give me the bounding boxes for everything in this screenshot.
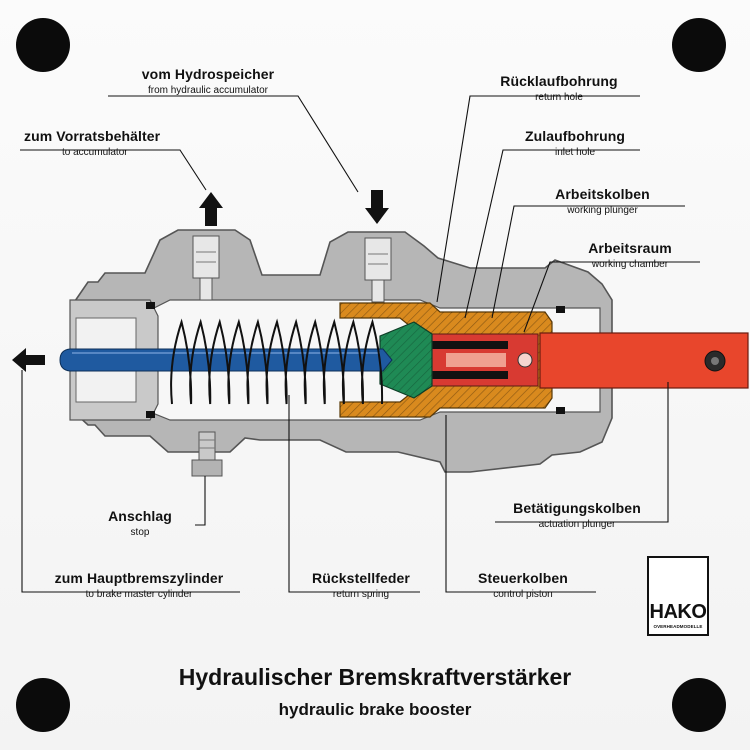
label-zulaufbohrung: Zulaufbohrung inlet hole (500, 128, 650, 158)
seal (146, 302, 155, 309)
label-en: stop (130, 527, 150, 538)
label-en: to brake master cylinder (85, 589, 193, 600)
label-de: Rückstellfeder (312, 570, 410, 586)
title-german: Hydraulischer Bremskraftverstärker (178, 664, 572, 690)
label-steuerkolben: Steuerkolben control piston (454, 570, 592, 600)
label-de: Rücklaufbohrung (500, 73, 618, 89)
label-de: zum Vorratsbehälter (24, 128, 161, 144)
label-zum-vorratsbehaelter: zum Vorratsbehälter to accumulator (24, 128, 160, 158)
label-en: working plunger (567, 205, 638, 216)
label-en: return spring (332, 589, 390, 600)
port-inlet (364, 237, 392, 281)
arrow-up-icon (199, 192, 223, 226)
mounting-hole-bottom-left (16, 678, 70, 732)
leader-lines (20, 95, 700, 593)
label-anschlag: Anschlag stop (92, 508, 188, 538)
arrow-down-icon (365, 190, 389, 224)
label-de: Arbeitsraum (588, 240, 672, 256)
label-de: vom Hydrospeicher (141, 66, 275, 82)
label-ruecklaufbohrung: Rücklaufbohrung return hole (475, 73, 643, 103)
stop-screw (191, 431, 223, 477)
label-de: Zulaufbohrung (524, 128, 626, 144)
label-arbeitsraum: Arbeitsraum working chamber (560, 240, 700, 270)
label-de: Steuerkolben (478, 570, 568, 586)
label-vom-hydrospeicher: vom Hydrospeicher from hydraulic accumul… (108, 66, 308, 96)
label-en: from hydraulic accumulator (147, 85, 269, 96)
spring-coil (170, 318, 384, 405)
label-betaetigungskolben: Betätigungskolben actuation plunger (488, 500, 666, 530)
arrow-left-icon (12, 348, 45, 372)
label-en: to accumulator (62, 147, 128, 158)
logo-subtitle: OVERHEADMODELLE (653, 624, 703, 629)
label-de: zum Hauptbremszylinder (54, 570, 224, 586)
mounting-hole-top-right (672, 18, 726, 72)
mounting-hole-top-left (16, 18, 70, 72)
hako-logo: HAKO OVERHEADMODELLE (647, 556, 709, 636)
label-arbeitskolben: Arbeitskolben working plunger (520, 186, 685, 216)
label-rueckstellfeder: Rückstellfeder return spring (298, 570, 424, 600)
label-de: Arbeitskolben (555, 186, 650, 202)
label-en: control piston (493, 589, 553, 600)
label-de: Betätigungskolben (513, 500, 641, 516)
label-en: actuation plunger (538, 519, 616, 530)
label-hauptbremszylinder: zum Hauptbremszylinder to brake master c… (36, 570, 242, 600)
title-english: hydraulic brake booster (278, 700, 472, 719)
label-de: Anschlag (108, 508, 172, 524)
port-outlet (192, 235, 220, 279)
mounting-hole-bottom-right (672, 678, 726, 732)
logo-mark: HAKO (649, 601, 707, 623)
label-en: working chamber (591, 259, 669, 270)
return-spring (170, 318, 384, 405)
label-en: inlet hole (554, 147, 596, 158)
label-en: return hole (535, 92, 583, 103)
